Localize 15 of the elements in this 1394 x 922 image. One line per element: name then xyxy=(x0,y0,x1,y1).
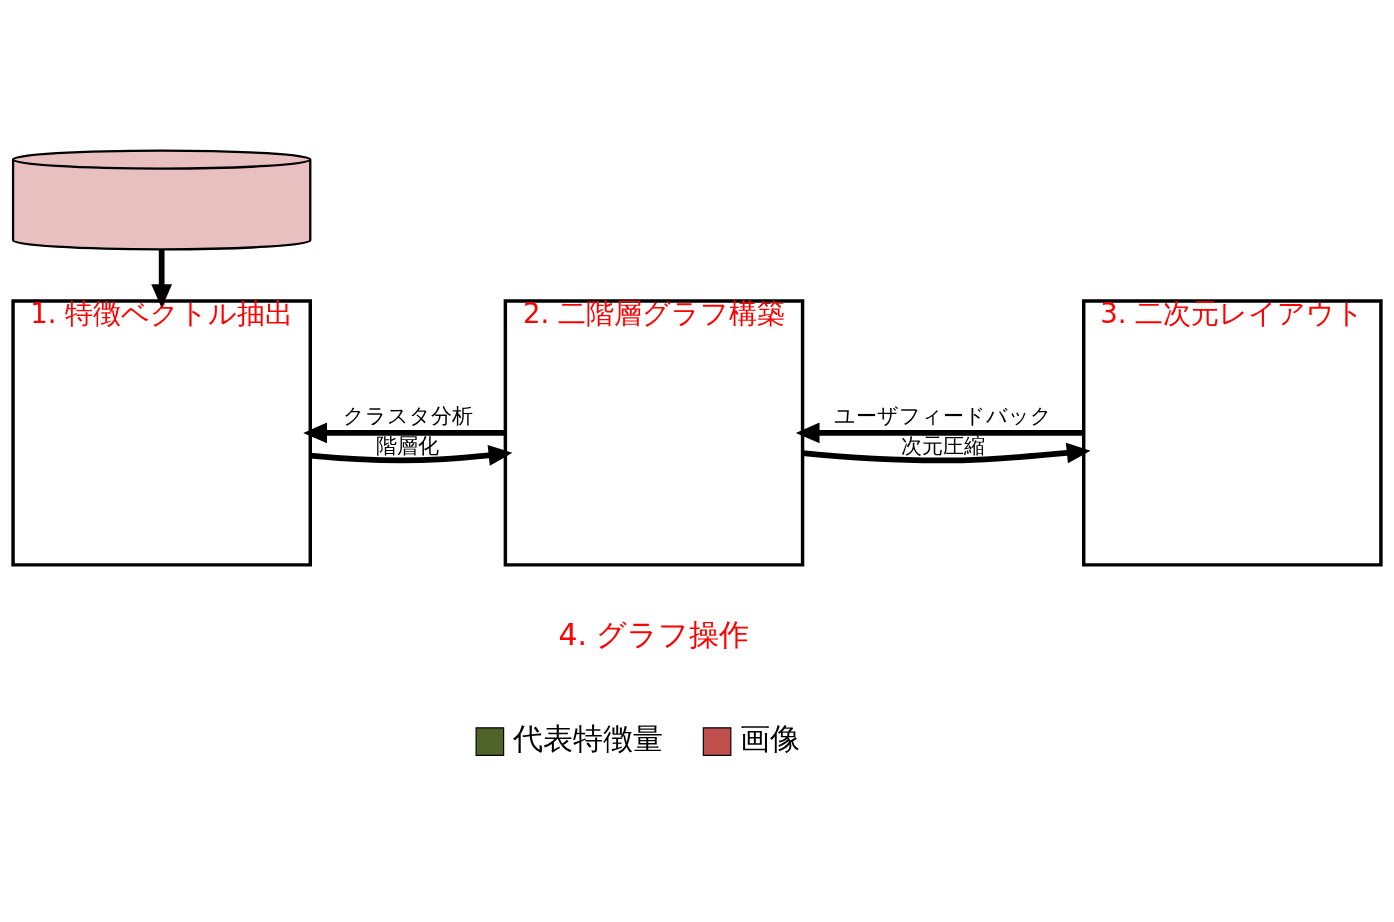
node-box: 2. 二階層グラフ構築 xyxy=(503,299,805,567)
arrow xyxy=(802,442,1091,464)
edge-label: 次元圧縮 xyxy=(901,433,986,458)
edge-label: 階層化 xyxy=(376,433,440,458)
node-box: 3. 二次元レイアウト xyxy=(1082,299,1383,567)
label: 4. グラフ操作 xyxy=(558,616,750,652)
node-box: 1. 特徴ベクトル抽出 xyxy=(11,299,312,567)
arrow xyxy=(795,422,1084,444)
arrow xyxy=(303,422,506,444)
edge-label: ユーザフィードバック xyxy=(834,404,1053,429)
arrow xyxy=(151,249,173,308)
legend-label: 画像 xyxy=(740,720,801,756)
arrow xyxy=(310,444,513,466)
edge-label: クラスタ分析 xyxy=(342,404,473,429)
legend-label: 代表特徴量 xyxy=(512,720,663,756)
